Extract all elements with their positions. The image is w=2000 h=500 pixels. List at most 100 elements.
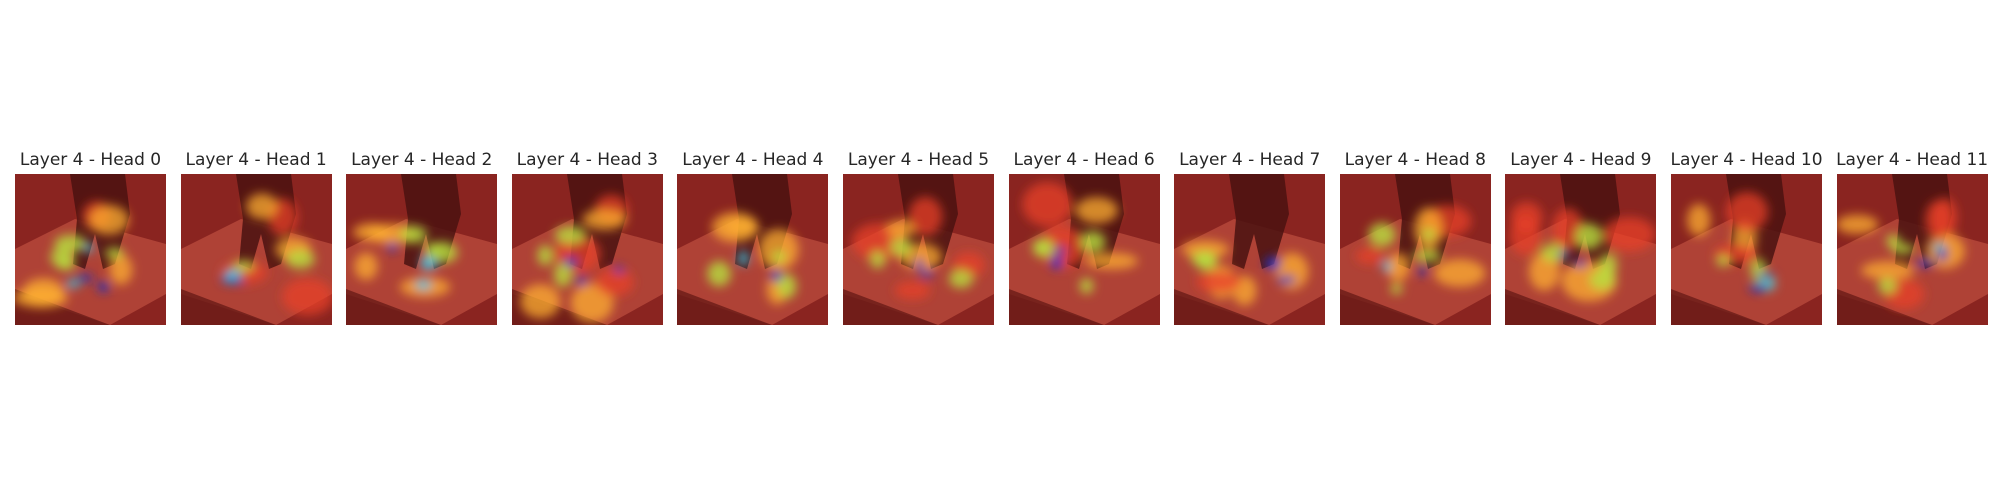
cabinet-front xyxy=(1008,289,1104,325)
attention-blob-warm xyxy=(1021,182,1073,227)
attention-overlay-image xyxy=(1505,174,1657,325)
attention-blob-warm xyxy=(1687,203,1711,237)
attention-blob-cool xyxy=(770,270,783,282)
attention-blob-mid xyxy=(56,257,76,271)
attention-blob-cool xyxy=(915,258,924,271)
attention-blobs xyxy=(353,223,458,298)
attention-blob-warm xyxy=(1836,214,1879,235)
attention-blob-warm xyxy=(908,196,943,236)
panel-title: Layer 4 - Head 0 xyxy=(19,150,162,170)
attention-blob-warm xyxy=(1355,247,1384,265)
attention-overlay-image xyxy=(1836,174,1988,325)
attention-blob-mid xyxy=(1412,250,1442,262)
attention-blobs xyxy=(520,194,634,323)
attention-blob-cool xyxy=(1559,251,1570,259)
cabinet-front xyxy=(1505,289,1601,325)
attention-blob-cool xyxy=(614,265,624,274)
attention-blob-mid xyxy=(1196,251,1218,271)
attention-blob-cool xyxy=(84,243,94,254)
attention-blob-cool xyxy=(1755,272,1776,279)
panel-title: Layer 4 - Head 8 xyxy=(1344,150,1486,170)
table-surface xyxy=(1671,219,1822,325)
attention-blob-warm xyxy=(894,281,931,300)
attention-blob-mid xyxy=(1079,278,1093,294)
attention-blobs xyxy=(1181,240,1309,306)
attention-blob-warm xyxy=(1196,271,1242,293)
attention-blob-mid xyxy=(1589,269,1617,291)
attention-blob-mid xyxy=(1574,223,1603,250)
attention-blob-cool xyxy=(1417,267,1427,276)
attention-blob-warm xyxy=(1074,197,1118,224)
attention-blob-cool xyxy=(421,255,431,271)
attention-blob-cool xyxy=(1915,259,1935,268)
attention-blob-mid xyxy=(1368,222,1396,247)
attention-blob-warm xyxy=(1924,200,1950,240)
attention-blob-warm xyxy=(354,252,378,280)
attention-blob-cool xyxy=(232,278,243,285)
attention-blob-cool xyxy=(1931,243,1945,251)
attention-blob-warm xyxy=(758,229,799,271)
attention-blob-cool xyxy=(1050,255,1063,270)
panel-title: Layer 4 - Head 1 xyxy=(185,150,327,170)
attention-overlay-image xyxy=(1671,174,1822,325)
attention-blob-cool xyxy=(1053,247,1066,255)
attention-blob-cool xyxy=(563,257,578,267)
attention-blobs xyxy=(1355,205,1486,295)
attention-blob-warm xyxy=(595,268,634,297)
attention-blob-cool xyxy=(920,270,934,278)
attention-overlay-image xyxy=(1008,174,1160,325)
cabinet-front xyxy=(1174,289,1270,325)
attention-blob-cool xyxy=(576,276,587,287)
attention-blob-cool xyxy=(1748,283,1769,293)
attention-blob-cool xyxy=(97,281,110,293)
attention-blob-mid xyxy=(54,234,87,252)
cabinet-front xyxy=(346,289,442,325)
attention-blob-warm xyxy=(886,220,916,238)
attention-blob-warm xyxy=(1386,252,1410,282)
attention-blob-warm xyxy=(582,209,627,230)
attention-blob-mid xyxy=(948,269,974,289)
attention-blob-warm xyxy=(15,288,68,308)
attention-blob-mid xyxy=(1885,234,1901,248)
cabinet-front xyxy=(180,289,276,325)
attention-blob-cool xyxy=(1382,260,1391,273)
table-surface xyxy=(346,219,498,325)
attention-blob-mid xyxy=(1390,283,1403,295)
attention-blob-mid xyxy=(554,226,586,245)
attention-blob-cool xyxy=(66,279,80,288)
attention-blob-cool xyxy=(1574,260,1587,268)
attention-blob-cool xyxy=(415,279,432,291)
attention-blob-warm xyxy=(1860,261,1914,280)
attention-blob-cool xyxy=(77,274,93,282)
cabinet-front xyxy=(677,289,773,325)
attention-blob-mid xyxy=(889,237,912,257)
attention-blobs xyxy=(707,212,799,305)
attention-blob-mid xyxy=(1032,238,1055,258)
attention-blob-cool xyxy=(1264,256,1282,271)
attention-blob-mid xyxy=(1877,277,1897,295)
panel-title: Layer 4 - Head 9 xyxy=(1510,150,1652,170)
attention-blobs xyxy=(15,201,133,308)
attention-blob-warm xyxy=(1726,192,1768,232)
attention-blob-mid xyxy=(1079,231,1105,253)
attention-blob-warm xyxy=(1084,252,1138,270)
attention-blob-warm xyxy=(520,284,561,319)
attention-blob-mid xyxy=(105,247,125,259)
robot-arm-silhouette xyxy=(1229,174,1290,269)
attention-overlay-image xyxy=(1339,174,1491,325)
panel-title: Layer 4 - Head 5 xyxy=(847,150,990,170)
attention-overlay-image xyxy=(511,174,663,325)
attention-blob-mid xyxy=(399,225,428,244)
attention-blob-mid xyxy=(232,260,254,272)
attention-blob-mid xyxy=(1541,243,1568,263)
attention-blobs xyxy=(852,196,985,300)
cabinet-front xyxy=(1339,289,1435,325)
attention-blob-warm xyxy=(1275,252,1309,290)
cabinet-front xyxy=(843,289,938,325)
attention-blob-warm xyxy=(88,205,129,235)
attention-blob-warm xyxy=(1181,240,1230,259)
attention-blob-warm xyxy=(109,254,133,285)
attention-blobs xyxy=(1021,182,1138,294)
attention-blob-warm xyxy=(1509,216,1542,256)
attention-blob-cool xyxy=(387,242,398,252)
